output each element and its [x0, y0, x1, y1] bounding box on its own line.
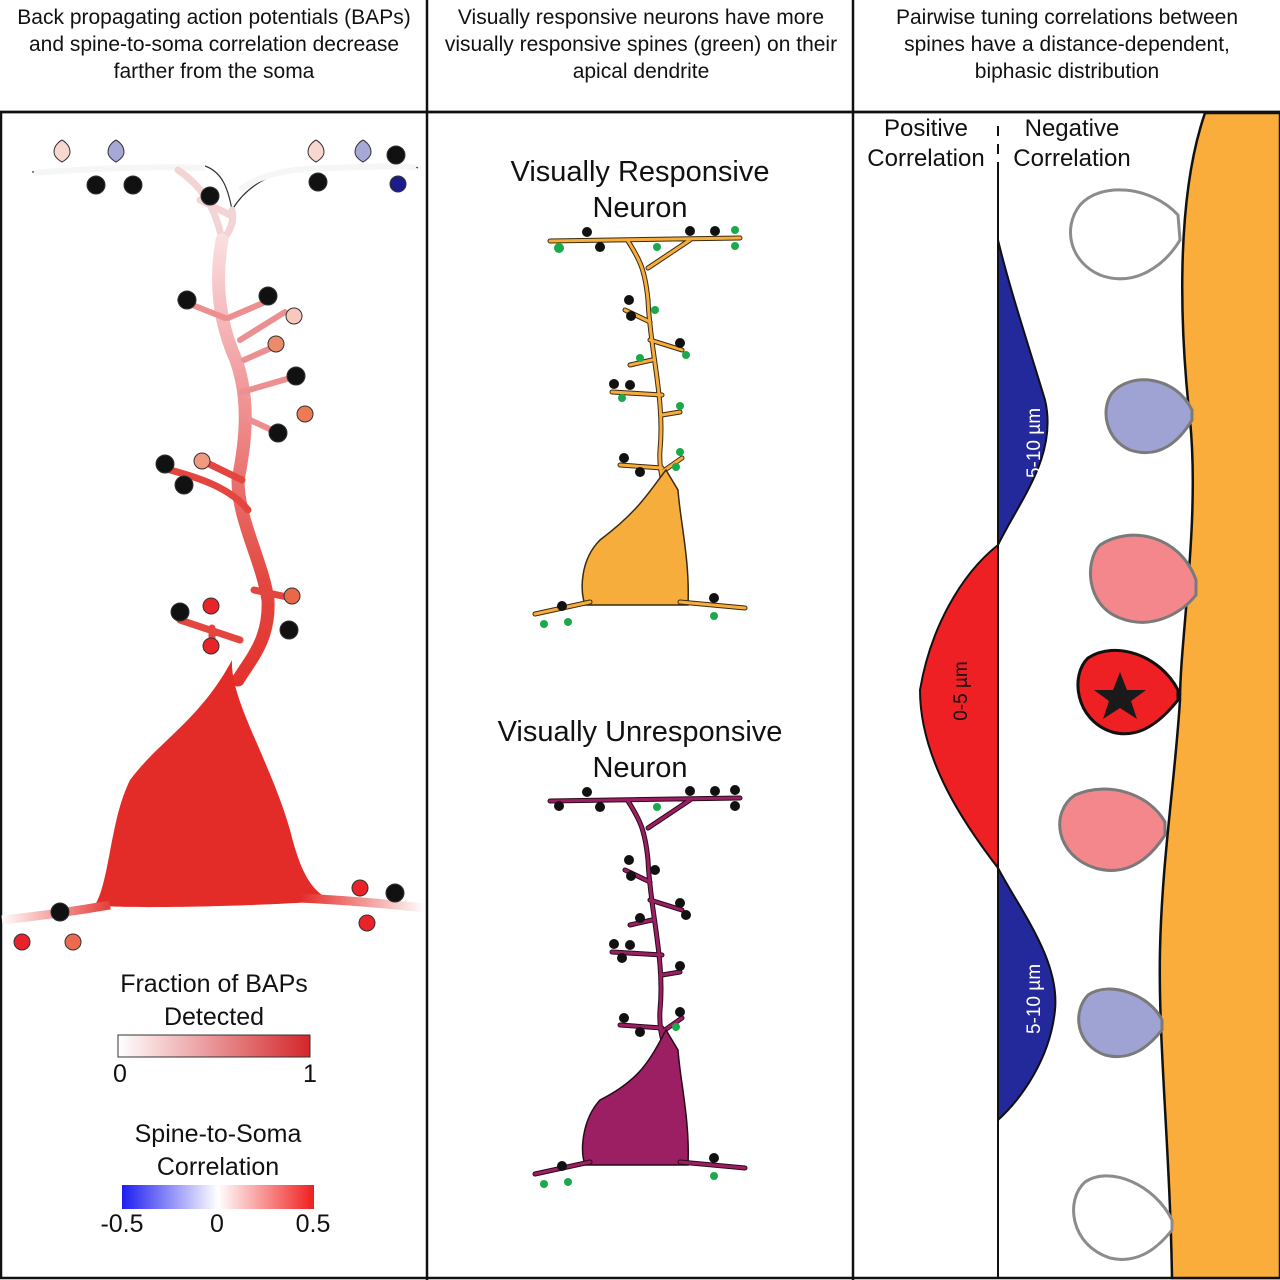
negative-label-line-2: Correlation	[1013, 145, 1131, 172]
bap-legend-line-1: Fraction of BAPs	[120, 970, 308, 998]
responsive-title-line-2: Neuron	[592, 192, 688, 224]
responsive-neuron-title: Visually Responsive Neuron	[440, 154, 840, 226]
middle-header-line-3: apical dendrite	[572, 60, 710, 83]
unresponsive-neuron-title: Visually Unresponsive Neuron	[440, 714, 840, 786]
distance-label-upper: 5-10 µm	[1024, 407, 1045, 479]
responsive-neuron	[532, 226, 748, 628]
negative-correlation-upper	[998, 240, 1048, 545]
bap-legend-max: 1	[303, 1060, 317, 1088]
positive-correlation-label: Positive Correlation	[856, 114, 996, 174]
right-header-line-1: Pairwise tuning correlations between	[895, 6, 1239, 29]
right-spines	[1058, 188, 1198, 1261]
negative-correlation-lower	[998, 868, 1056, 1120]
right-header-line-3: biphasic distribution	[974, 60, 1160, 83]
correlation-legend-min: -0.5	[100, 1210, 144, 1238]
bap-legend-line-2: Detected	[163, 1003, 265, 1031]
correlation-legend-mid: 0	[210, 1210, 224, 1238]
bap-legend-min: 0	[113, 1060, 127, 1088]
bap-neuron	[1, 139, 426, 951]
negative-correlation-label: Negative Correlation	[1002, 114, 1142, 174]
unresponsive-title-line-2: Neuron	[592, 752, 688, 784]
middle-header-line-1: Visually responsive neurons have more	[457, 6, 825, 29]
bap-colorbar	[117, 1034, 311, 1058]
left-panel-header: Back propagating action potentials (BAPs…	[0, 4, 428, 85]
distance-label-lower: 5-10 µm	[1024, 963, 1045, 1035]
correlation-curve	[918, 239, 1057, 1121]
distance-label-middle: 0-5 µm	[951, 661, 972, 721]
bap-spines	[13, 139, 407, 951]
responsive-title-line-1: Visually Responsive	[510, 156, 770, 188]
positive-label-line-1: Positive	[883, 115, 969, 142]
middle-header-line-2: visually responsive spines (green) on th…	[444, 33, 838, 56]
left-header-line-3: farther from the soma	[113, 60, 315, 83]
middle-panel-header: Visually responsive neurons have more vi…	[428, 4, 854, 85]
right-header-line-2: spines have a distance-dependent,	[904, 33, 1230, 56]
unresponsive-neuron	[532, 785, 748, 1188]
right-panel-header: Pairwise tuning correlations between spi…	[854, 4, 1280, 85]
star-icon	[1094, 672, 1146, 719]
correlation-legend-title: Spine-to-Soma Correlation	[68, 1118, 368, 1184]
positive-label-line-2: Correlation	[867, 145, 985, 172]
bap-legend-title: Fraction of BAPs Detected	[64, 968, 364, 1034]
correlation-colorbar	[122, 1185, 314, 1209]
correlation-legend-line-1: Spine-to-Soma	[134, 1120, 302, 1148]
correlation-legend-line-2: Correlation	[156, 1153, 280, 1181]
unresponsive-title-line-1: Visually Unresponsive	[497, 716, 783, 748]
left-header-line-2: and spine-to-soma correlation decrease	[28, 33, 400, 56]
left-header-line-1: Back propagating action potentials (BAPs…	[17, 6, 411, 29]
correlation-legend-max: 0.5	[295, 1210, 331, 1238]
negative-label-line-1: Negative	[1024, 115, 1120, 142]
